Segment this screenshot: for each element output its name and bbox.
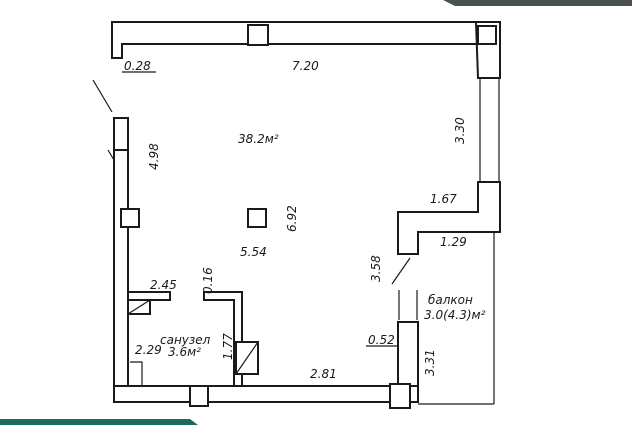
door-diagonal [235, 341, 259, 375]
dim-balcony-depth: 3.31 [423, 349, 437, 376]
dim-balcony-stub: 0.52 [368, 333, 395, 347]
column-top-center [247, 24, 269, 46]
left-opening-mark [92, 79, 113, 113]
main-area-label: 38.2м² [238, 132, 279, 146]
dim-right-middle: 3.58 [369, 255, 383, 282]
top-accent-bar [443, 0, 632, 6]
dim-left-wall: 4.98 [147, 143, 161, 170]
dim-top-left-stub: 0.28 [124, 59, 151, 73]
dim-bath-width: 2.45 [150, 278, 177, 292]
bathroom-name-label: санузел [160, 333, 211, 347]
dim-bath-left: 2.29 [135, 343, 162, 357]
column-bottom-right [389, 383, 411, 409]
dim-ledge-bottom: 1.29 [440, 235, 467, 249]
dim-bottom-wall: 2.81 [310, 367, 337, 381]
balcony-name-label: балкон [428, 293, 473, 307]
column-top-right [477, 25, 497, 45]
dim-ledge-top: 1.67 [430, 192, 457, 206]
vent-diagonal [127, 299, 151, 315]
dim-bath-gap: 0.16 [201, 267, 215, 294]
column-left [120, 208, 140, 228]
column-bottom-left [189, 385, 209, 407]
bottom-accent-bar [0, 419, 198, 425]
bathroom-fixture [130, 361, 143, 386]
top-wall [111, 21, 501, 59]
left-wall [113, 149, 129, 403]
right-ledge-wall [397, 181, 501, 255]
bathroom-top-wall [127, 291, 171, 301]
dim-center-vertical: 6.92 [285, 205, 299, 232]
dim-center-horizontal: 5.54 [240, 245, 267, 259]
bottom-wall [113, 385, 419, 403]
diagonal-mark [391, 257, 411, 285]
dim-right-upper: 3.30 [453, 117, 467, 144]
left-wall-upper-fragment [113, 117, 129, 151]
left-wall-notch [107, 149, 115, 161]
bathroom-area-label: 3.6м² [168, 345, 201, 359]
dim-bath-depth: 1.77 [221, 333, 235, 360]
balcony-area-label: 3.0(4.3)м² [424, 308, 486, 322]
bathroom-right-wall [203, 291, 243, 387]
dim-top-wall: 7.20 [292, 59, 319, 73]
column-center [247, 208, 267, 228]
